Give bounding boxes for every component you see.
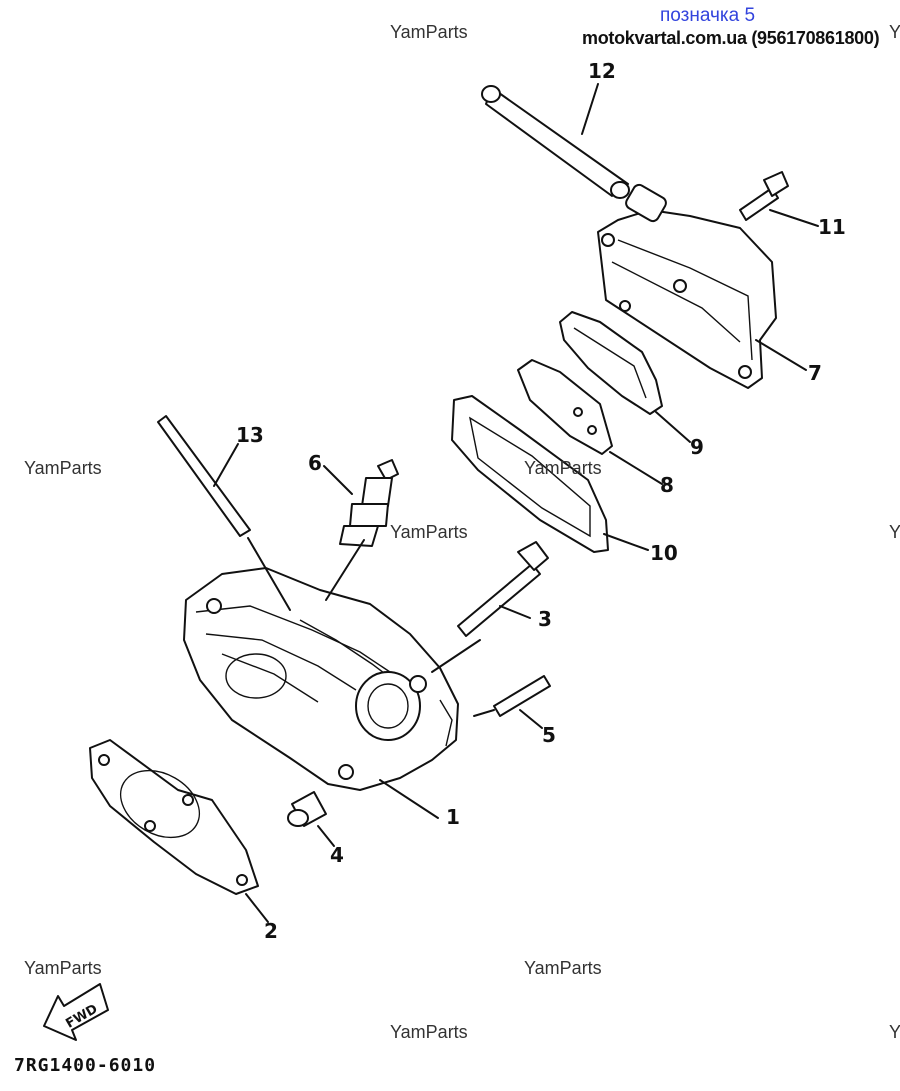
callout-13: 13	[236, 423, 264, 447]
part-13-stud	[157, 415, 251, 537]
callout-4: 4	[330, 843, 344, 867]
callout-numbers: 1 2 3 4 5 6 7 8 9 10 11 12 13	[236, 59, 846, 943]
part-10-gasket	[451, 395, 609, 553]
callout-7: 7	[808, 361, 822, 385]
watermark: YamParts	[24, 958, 102, 978]
part-11-bolt	[739, 171, 789, 221]
part-7-cover	[597, 183, 777, 389]
diagram-code: 7RG1400-6010	[14, 1055, 157, 1076]
callout-9: 9	[690, 435, 704, 459]
header-site: motokvartal.com.ua (956170861800)	[582, 28, 880, 48]
part-2-head-gasket	[89, 739, 259, 895]
callout-3: 3	[538, 607, 552, 631]
watermark: YamParts	[390, 522, 468, 542]
watermark: YamParts	[390, 1022, 468, 1042]
part-6-spark-plug	[339, 459, 399, 547]
callout-1: 1	[446, 805, 460, 829]
watermark: YamParts	[390, 22, 468, 42]
part-4-dowel	[287, 791, 327, 827]
leader-lines	[213, 83, 819, 923]
watermark: Y	[889, 22, 900, 42]
part-8-plate	[517, 359, 613, 455]
watermark: YamParts	[524, 458, 602, 478]
callout-11: 11	[818, 215, 846, 239]
part-9-gasket	[559, 311, 663, 415]
fwd-arrow: FWD	[43, 983, 109, 1041]
callout-2: 2	[264, 919, 278, 943]
part-5-stud	[493, 675, 551, 717]
watermark: Y	[889, 522, 900, 542]
callout-6: 6	[308, 451, 322, 475]
watermark: Y	[889, 1022, 900, 1042]
part-3-bolt	[457, 541, 549, 637]
watermark: YamParts	[24, 458, 102, 478]
callout-5: 5	[542, 723, 556, 747]
header-title: позначка 5	[660, 5, 756, 26]
callout-8: 8	[660, 473, 674, 497]
part-12-hose	[481, 85, 630, 199]
watermark: YamParts	[524, 958, 602, 978]
part-1-cylinder-head	[183, 567, 459, 791]
callout-10: 10	[650, 541, 678, 565]
callout-12: 12	[588, 59, 616, 83]
